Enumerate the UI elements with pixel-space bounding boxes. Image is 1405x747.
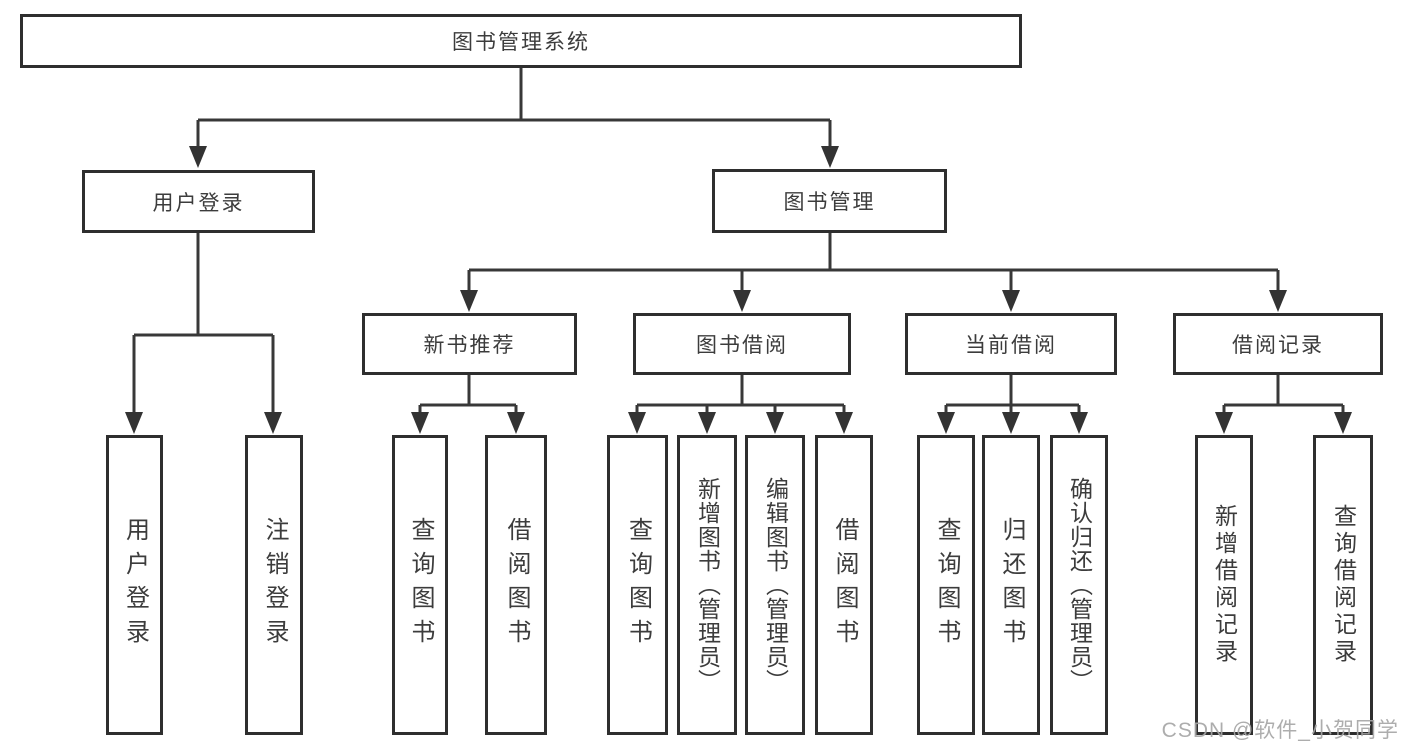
- leaf-edit-book-admin: 编辑图书（管理员）: [745, 435, 805, 735]
- arrowheads: [125, 146, 1352, 434]
- leaf-query-books-current: 查询图书: [917, 435, 975, 735]
- node-current-borrow: 当前借阅: [905, 313, 1117, 375]
- leaf-borrow-books: 借阅图书: [815, 435, 873, 735]
- leaf-query-borrow-record: 查询借阅记录: [1313, 435, 1373, 735]
- leaf-query-books-borrow: 查询图书: [607, 435, 668, 735]
- node-user-login: 用户登录: [82, 170, 315, 233]
- node-book-borrow: 图书借阅: [633, 313, 851, 375]
- leaf-add-borrow-record: 新增借阅记录: [1195, 435, 1253, 735]
- leaf-query-books-recommend: 查询图书: [392, 435, 448, 735]
- leaf-confirm-return-admin: 确认归还（管理员）: [1050, 435, 1108, 735]
- leaf-add-book-admin: 新增图书（管理员）: [677, 435, 737, 735]
- leaf-return-books: 归还图书: [982, 435, 1040, 735]
- leaf-logout: 注销登录: [245, 435, 303, 735]
- node-borrow-records: 借阅记录: [1173, 313, 1383, 375]
- leaf-borrow-books-recommend: 借阅图书: [485, 435, 547, 735]
- csdn-watermark: CSDN @软件_小贺同学: [1161, 719, 1399, 742]
- leaf-user-login: 用户登录: [106, 435, 163, 735]
- node-library-system: 图书管理系统: [20, 14, 1022, 68]
- node-book-management: 图书管理: [712, 169, 947, 233]
- node-new-book-recommend: 新书推荐: [362, 313, 577, 375]
